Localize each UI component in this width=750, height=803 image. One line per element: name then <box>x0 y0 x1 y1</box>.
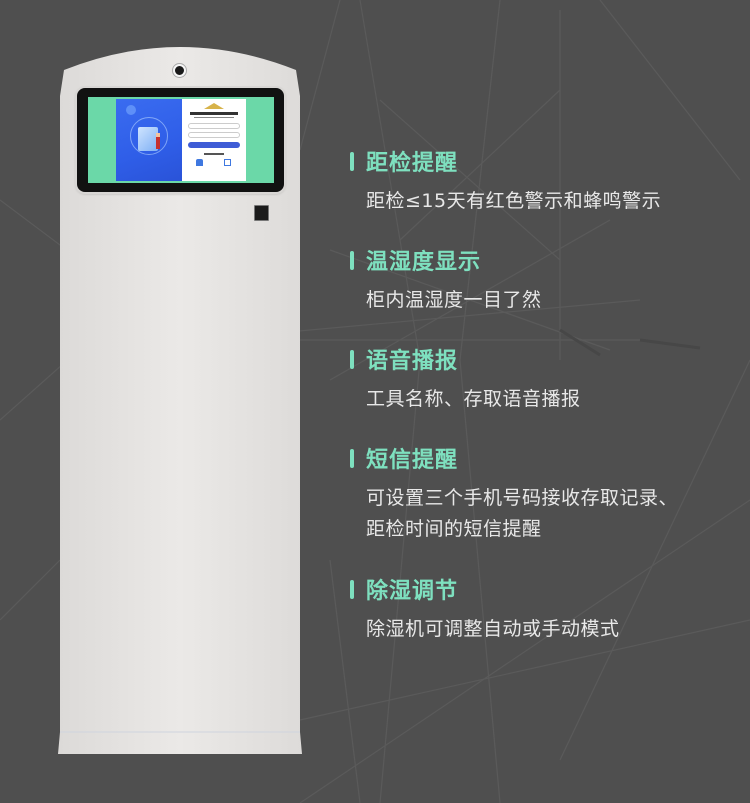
company-subtitle <box>194 117 234 118</box>
cabinet-illustration <box>138 127 158 151</box>
feature-item-sms-reminder: 短信提醒 可设置三个手机号码接收存取记录、 距检时间的短信提醒 <box>348 443 678 545</box>
ring-decoration <box>130 117 168 155</box>
kiosk-cabinet <box>58 47 302 754</box>
login-button <box>188 142 240 148</box>
feature-description: 距检≤15天有红色警示和蜂鸣警示 <box>366 190 662 212</box>
accent-bar-icon <box>350 579 354 599</box>
feature-item-inspection-reminder: 距检提醒 距检≤15天有红色警示和蜂鸣警示 <box>348 146 661 217</box>
feature-item-voice-broadcast: 语音播报 工具名称、存取语音播报 <box>348 344 581 415</box>
feature-description: 除湿机可调整自动或手动模式 <box>366 618 620 640</box>
accent-bar-icon <box>350 349 354 369</box>
camera-icon <box>173 64 186 77</box>
feature-title: 除湿调节 <box>366 579 459 604</box>
feature-description: 工具名称、存取语音播报 <box>366 388 581 410</box>
screen-illustration <box>116 99 182 181</box>
feature-item-dehumidify: 除湿调节 除湿机可调整自动或手动模式 <box>348 574 620 645</box>
username-field <box>188 123 240 129</box>
face-login-icon <box>196 159 203 166</box>
touch-screen-display <box>88 97 274 183</box>
password-field <box>188 132 240 138</box>
planet-icon <box>126 105 136 115</box>
company-name <box>190 112 238 115</box>
scan-login-icon <box>224 159 231 166</box>
accent-bar-icon <box>350 250 354 270</box>
feature-title-row: 短信提醒 <box>348 443 678 473</box>
accent-bar-icon <box>350 448 354 468</box>
feature-title-row: 语音播报 <box>348 344 581 374</box>
accent-bar-icon <box>350 151 354 171</box>
person-illustration <box>156 133 160 149</box>
feature-title-row: 除湿调节 <box>348 574 620 604</box>
card-reader-slot <box>254 205 269 221</box>
company-logo-icon <box>204 103 224 109</box>
feature-description: 可设置三个手机号码接收存取记录、 距检时间的短信提醒 <box>366 487 679 540</box>
feature-item-temperature-humidity: 温湿度显示 柜内温湿度一目了然 <box>348 245 542 316</box>
feature-title: 温湿度显示 <box>366 250 482 275</box>
feature-title-row: 距检提醒 <box>348 146 661 176</box>
feature-description: 柜内温湿度一目了然 <box>366 289 542 311</box>
feature-title: 距检提醒 <box>366 151 459 176</box>
feature-title: 短信提醒 <box>366 448 459 473</box>
other-login-label <box>204 153 224 155</box>
screen-login-panel <box>182 99 246 181</box>
feature-title-row: 温湿度显示 <box>348 245 542 275</box>
feature-title: 语音播报 <box>366 349 459 374</box>
